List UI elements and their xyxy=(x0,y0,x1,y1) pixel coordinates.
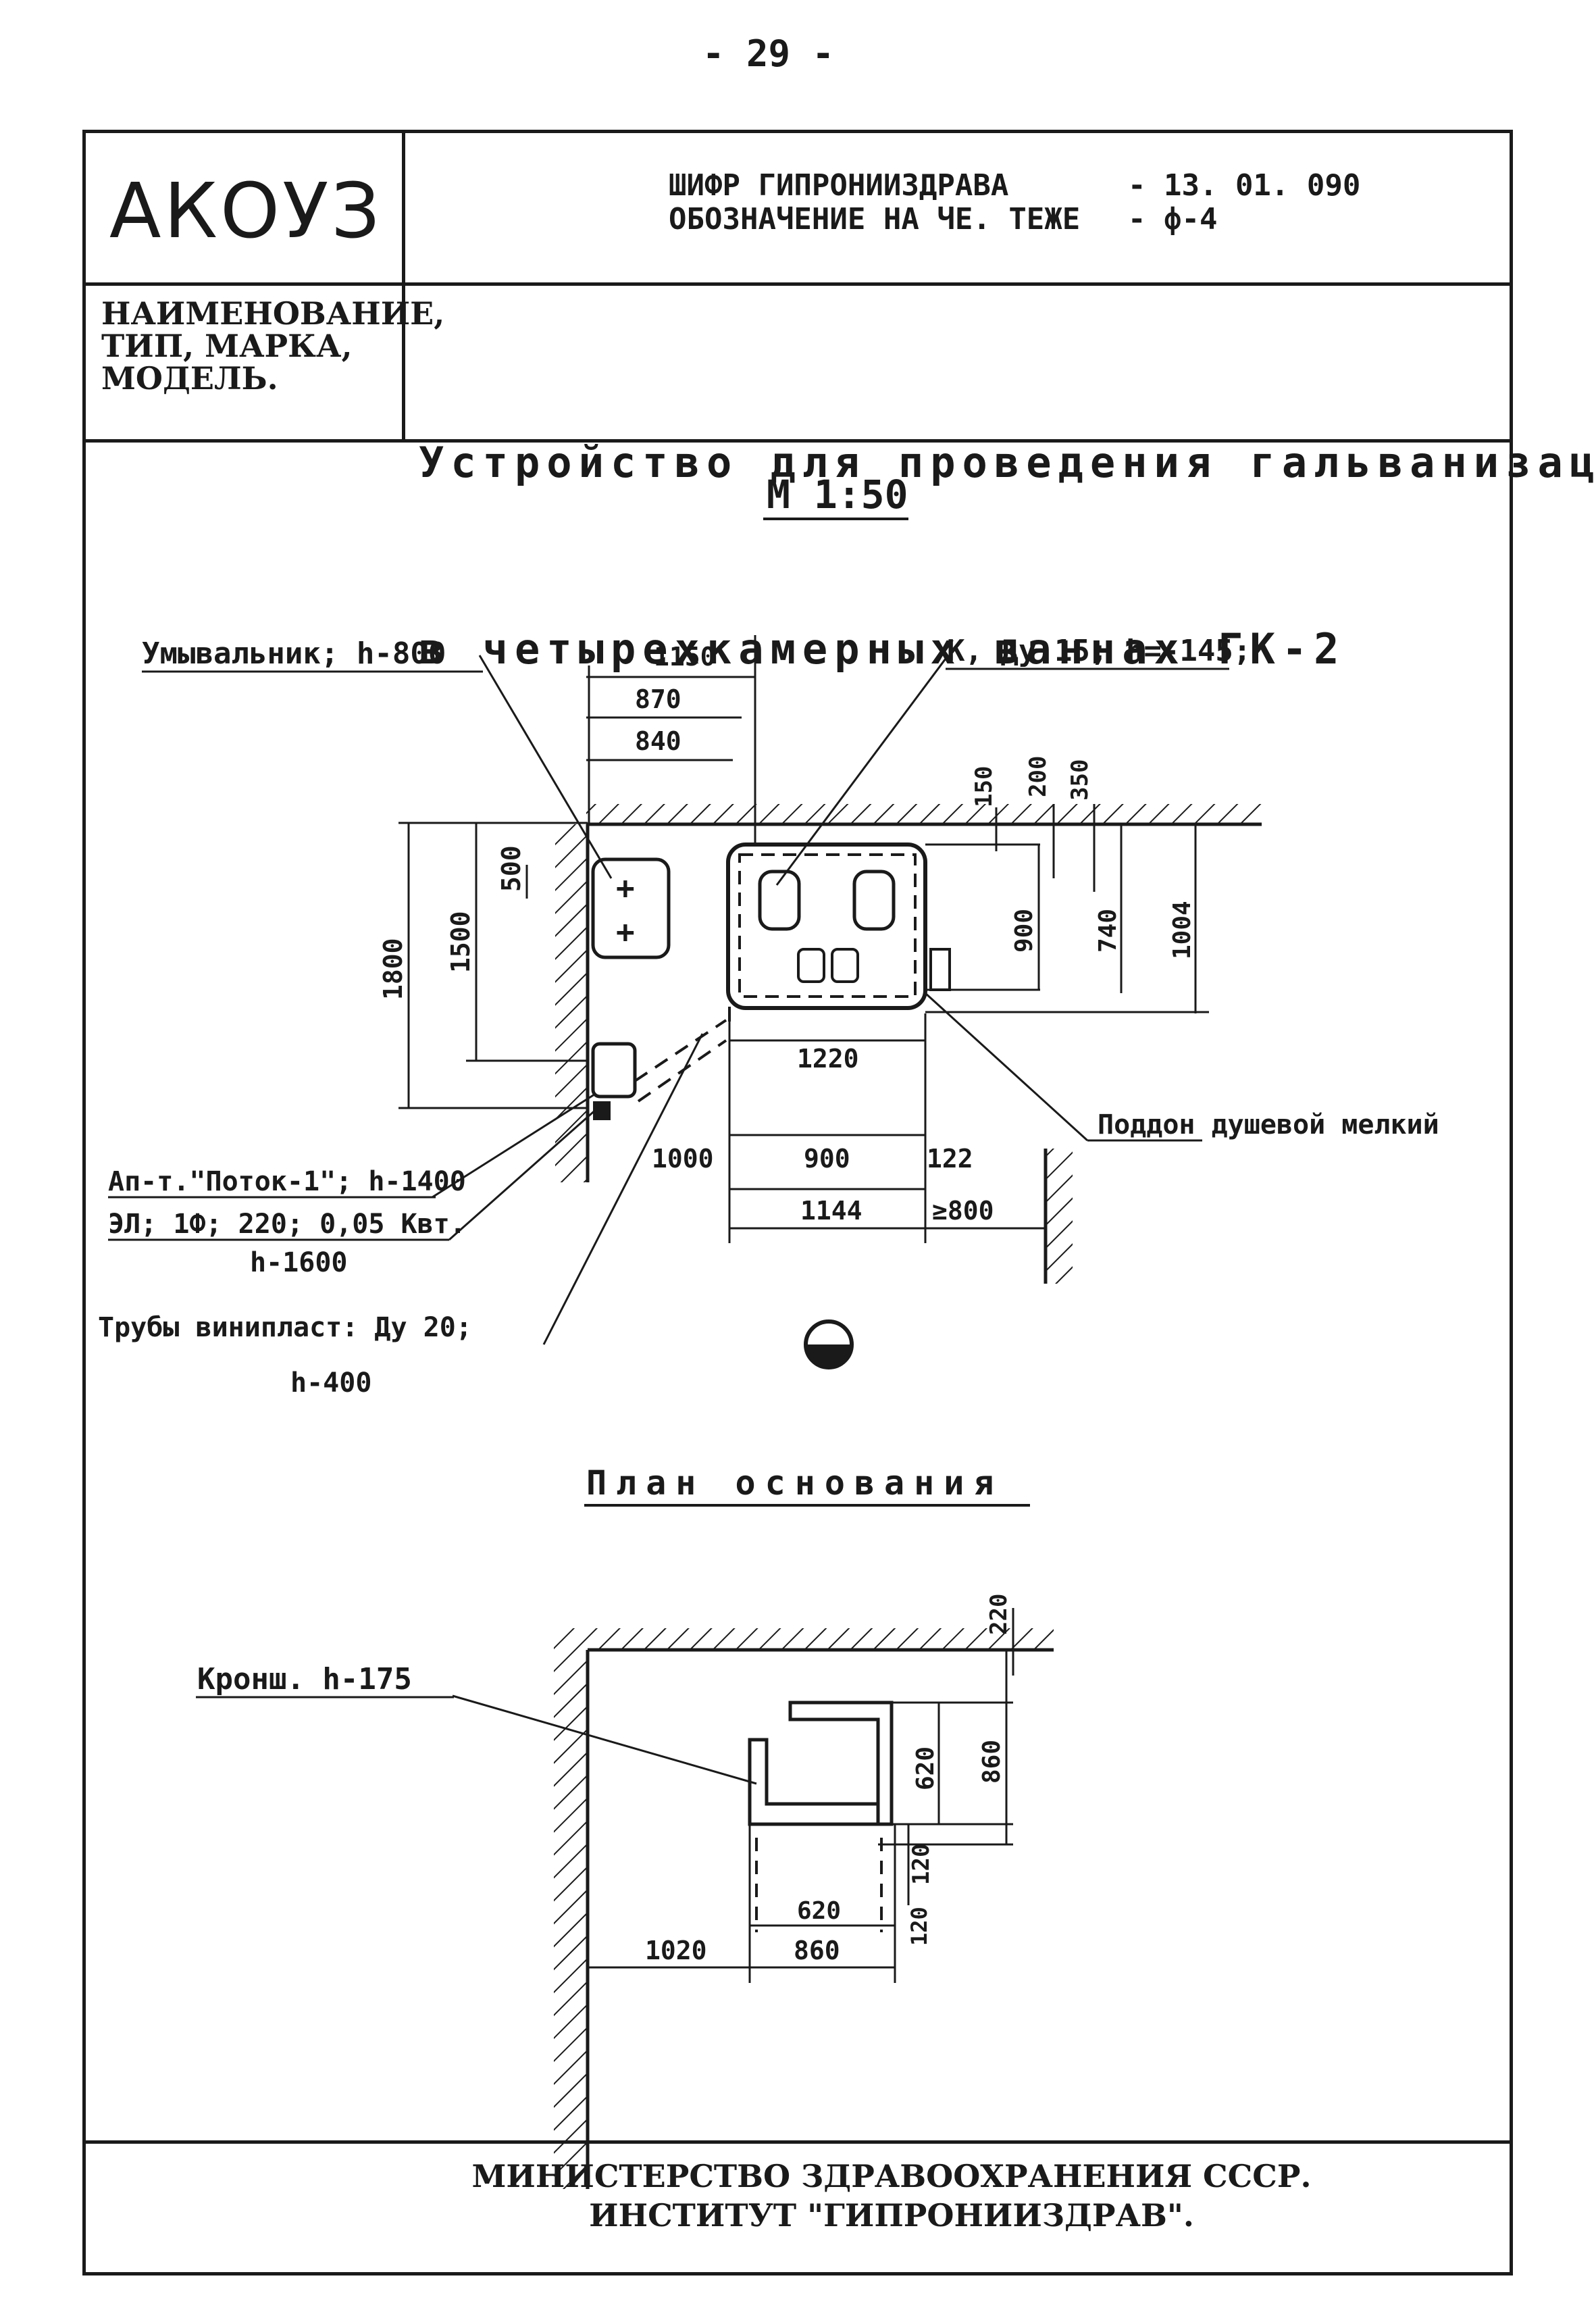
name-block-divider xyxy=(82,439,1513,443)
foundation-dimension-lines xyxy=(588,1608,1014,1983)
pipes-label: Трубы винипласт: Ду 20; xyxy=(98,1312,472,1343)
dim-plan: 870 xyxy=(635,684,681,714)
cipher-value: - 13. 01. 090 xyxy=(1128,168,1361,203)
dim-plan: 1800 xyxy=(378,938,408,1000)
designation-label: ОБОЗНАЧЕНИЕ НА ЧЕ. ТЕЖЕ xyxy=(669,202,1081,236)
dim-plan: 1144 xyxy=(800,1196,863,1226)
header-divider xyxy=(82,282,1513,286)
electrical-label: ЭЛ; 1Ф; 220; 0,05 Квт. xyxy=(108,1209,466,1240)
apparatus-label: Ап-т."Поток-1"; h-1400 xyxy=(108,1166,466,1197)
dim-plan: 840 xyxy=(635,726,681,756)
designation-value: - ф-4 xyxy=(1128,202,1218,236)
name-label: НАИМЕНОВАНИЕ, ТИП, МАРКА, МОДЕЛЬ. xyxy=(101,297,444,395)
shower-tray-label: Поддон душевой мелкий xyxy=(1098,1109,1439,1140)
dim-plan: 350 xyxy=(1066,759,1093,801)
foundation-wall-top xyxy=(554,1628,1054,1652)
scale-label: М 1:50 xyxy=(767,472,908,518)
dim-plan: 900 xyxy=(804,1144,850,1174)
footer-line2: ИНСТИТУТ "ГИПРОНИИЗДРАВ". xyxy=(589,2197,1194,2234)
washbasin: + + xyxy=(591,857,671,959)
dim-plan: 1220 xyxy=(797,1044,859,1074)
dim-plan: 500 xyxy=(496,845,526,892)
washbasin-label: Умывальник; h-800 xyxy=(142,636,446,671)
electrical-height: h-1600 xyxy=(250,1247,348,1278)
apparatus-box xyxy=(591,1042,637,1099)
plan-leader-lines xyxy=(432,655,1202,1345)
page-number: - 29 - xyxy=(702,32,835,75)
wall-right xyxy=(1044,1149,1073,1284)
dim-plan: 150 xyxy=(971,766,998,807)
name-label-line2: ТИП, МАРКА, xyxy=(101,328,353,364)
dim-plan: 200 xyxy=(1025,756,1052,797)
drawing-frame xyxy=(82,130,1513,2275)
footer-line1: МИНИСТЕРСТВО ЗДРАВООХРАНЕНИЯ СССР. xyxy=(471,2158,1312,2194)
dim-plan: 1004 xyxy=(1168,901,1196,959)
wall-top xyxy=(586,804,1262,826)
dim-plan: 1500 xyxy=(446,911,475,973)
wall-left xyxy=(555,824,590,1182)
dim-plan: 1150 xyxy=(654,642,716,672)
foundation-title: План основания xyxy=(586,1463,1003,1503)
dim-plan: 900 xyxy=(1010,909,1038,953)
pipe-lines xyxy=(634,1007,731,1103)
name-label-line1: НАИМЕНОВАНИЕ, xyxy=(101,295,445,332)
bracket-bottom xyxy=(748,1738,880,1826)
foundation-dashed-lines xyxy=(755,1838,883,1932)
cipher-label: ШИФР ГИПРОНИИЗДРАВА xyxy=(669,168,1009,203)
plan-dimension-lines xyxy=(398,635,1209,1243)
dim-plan: 740 xyxy=(1094,909,1122,953)
foundation-leader xyxy=(452,1694,757,1785)
name-label-line3: МОДЕЛЬ. xyxy=(101,360,278,397)
dim-foundation: 620 xyxy=(797,1897,841,1925)
dim-foundation: 120 xyxy=(908,1844,935,1885)
svg-text:+: + xyxy=(616,870,635,906)
device-title: Устройство для проведения гальванизации … xyxy=(419,307,1596,743)
dim-plan: 1000 xyxy=(652,1144,714,1174)
dim-foundation: 220 xyxy=(985,1594,1012,1635)
pipes-height: h-400 xyxy=(290,1367,371,1399)
dim-foundation: 860 xyxy=(978,1740,1006,1784)
dim-foundation: 120 xyxy=(906,1907,932,1946)
device-title-line1: Устройство для проведения гальванизации xyxy=(419,438,1596,487)
dim-foundation: 860 xyxy=(794,1936,840,1965)
svg-text:+: + xyxy=(616,913,635,950)
section-marker xyxy=(804,1319,854,1369)
org-code: АКОУЗ xyxy=(109,168,383,255)
dim-plan: ≥800 xyxy=(932,1196,994,1226)
bracket-label: Кронш. h-175 xyxy=(197,1662,412,1696)
dim-plan: 122 xyxy=(927,1144,973,1174)
header-column-divider xyxy=(402,130,405,443)
footer: МИНИСТЕРСТВО ЗДРАВООХРАНЕНИЯ СССР. ИНСТИ… xyxy=(419,2157,1364,2235)
tap-label: К, Ду 15; h=-145; xyxy=(947,634,1251,668)
footer-divider xyxy=(82,2140,1513,2144)
four-chamber-bath xyxy=(726,842,951,1010)
dim-foundation: 1020 xyxy=(645,1936,707,1965)
foundation-wall-left xyxy=(554,1649,590,2189)
dim-foundation: 620 xyxy=(912,1746,939,1790)
device-title-line2: в четырехкамерных ваннах ГК-2 xyxy=(419,624,1346,674)
